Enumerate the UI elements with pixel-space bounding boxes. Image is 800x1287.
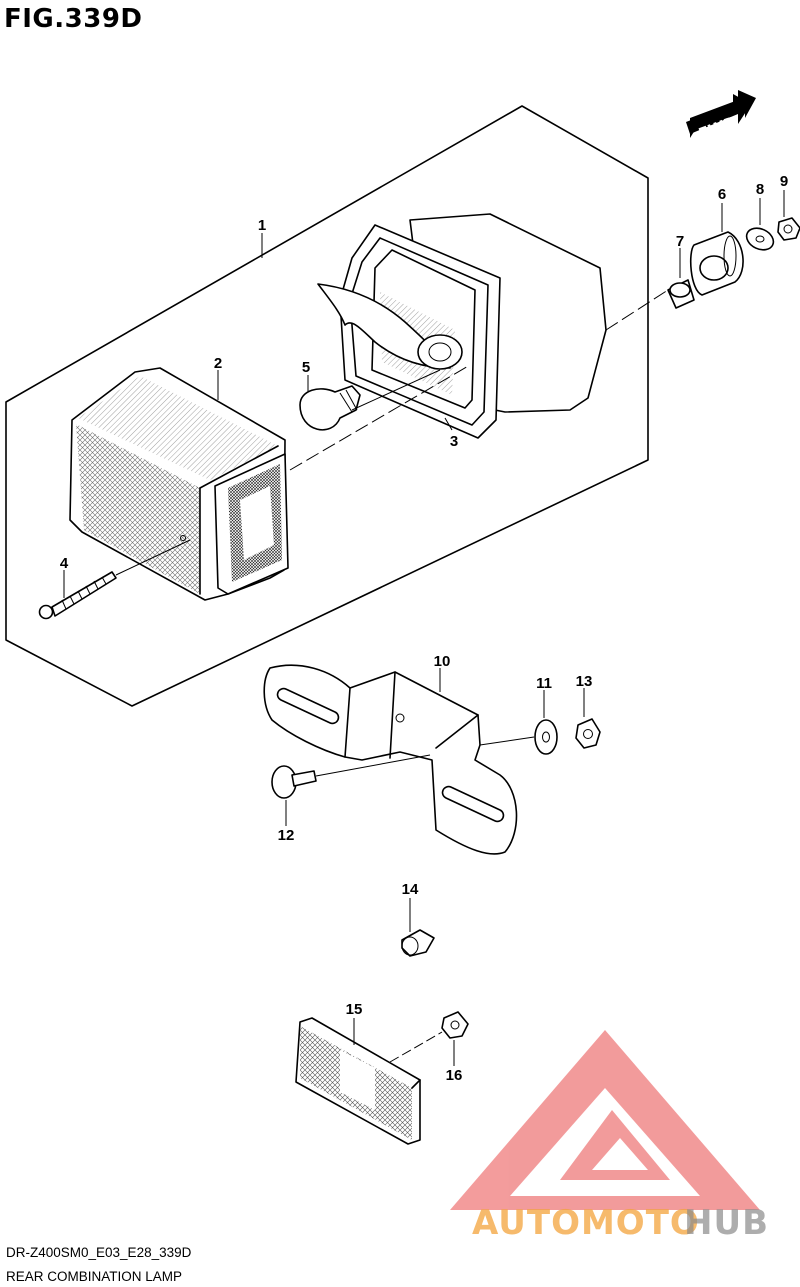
callout-16: 16 [446, 1067, 463, 1084]
bracket-bolt [271, 765, 317, 799]
callout-1: 1 [258, 217, 266, 234]
automotohub-watermark-logo [450, 1030, 760, 1210]
callout-6: 6 [718, 186, 726, 203]
tail-lamp-lens [69, 367, 289, 601]
forward-arrow-icon: FWD [686, 90, 756, 143]
assembly-outline [5, 105, 649, 707]
figure-title: FIG.339D [4, 4, 143, 34]
callout-15: 15 [346, 1001, 363, 1018]
bracket-nut [575, 718, 601, 749]
lens-screw [38, 571, 117, 620]
callout-14: 14 [402, 881, 419, 898]
watermark-text-grey: HUB [684, 1203, 769, 1243]
callout-7: 7 [676, 233, 684, 250]
model-code: DR-Z400SM0_E03_E28_339D [6, 1245, 192, 1260]
callout-5: 5 [302, 359, 310, 376]
callout-12: 12 [278, 827, 295, 844]
callout-13: 13 [576, 673, 593, 690]
bracket-washer [534, 719, 558, 755]
bulb [299, 385, 361, 431]
leader-lines [63, 190, 785, 1066]
diagram-caption: REAR COMBINATION LAMP [6, 1269, 182, 1284]
callout-9: 9 [780, 173, 788, 190]
callout-2: 2 [214, 355, 222, 372]
callout-3: 3 [450, 433, 458, 450]
reflector-nut [441, 1011, 469, 1039]
callout-11: 11 [536, 675, 552, 692]
callout-8: 8 [756, 181, 764, 198]
reflector-clip [401, 929, 435, 957]
lamp-housing [317, 213, 607, 439]
grommet-and-fasteners [667, 217, 800, 309]
callout-10: 10 [434, 653, 451, 670]
reflector [295, 1017, 421, 1145]
watermark-text-orange: AUTOMOTO [472, 1203, 700, 1243]
lamp-bracket [263, 664, 518, 855]
callout-4: 4 [60, 555, 69, 572]
